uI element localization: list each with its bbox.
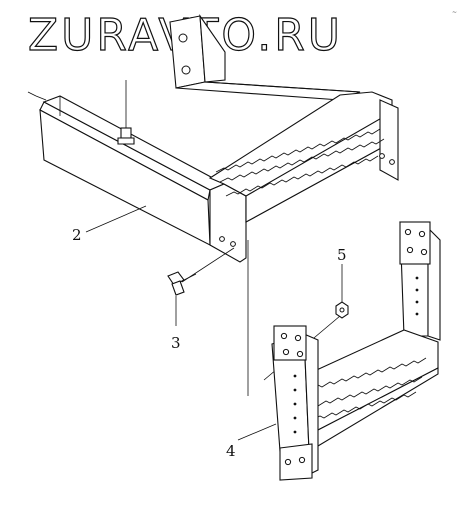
corner-mark: ~ <box>452 9 457 16</box>
lower-step-assembly <box>271 221 441 481</box>
callout-label-5: 5 <box>337 246 347 264</box>
callout-label-4: 4 <box>226 442 236 460</box>
bolt-part-3 <box>167 271 197 296</box>
upper-bolt <box>117 80 135 145</box>
callout-label-3: 3 <box>171 334 181 352</box>
nut-part-5 <box>335 301 349 319</box>
callout-label-2: 2 <box>72 226 82 244</box>
leader-2 <box>85 205 147 233</box>
leader-4 <box>237 423 277 441</box>
